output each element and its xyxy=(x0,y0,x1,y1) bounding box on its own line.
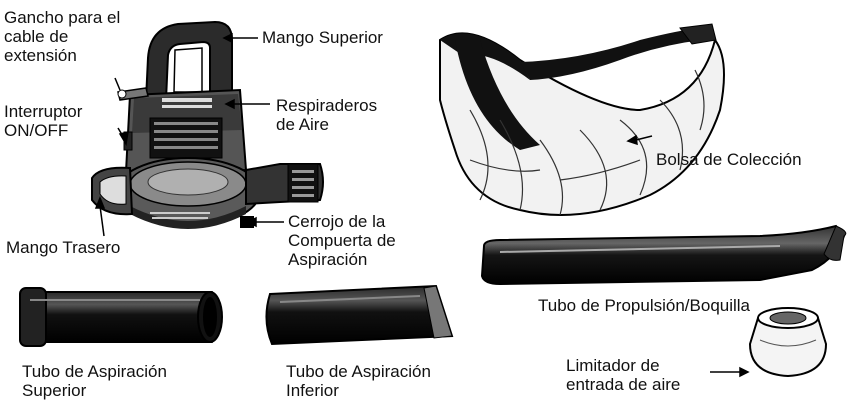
label-tubo-asp-inferior: Tubo de Aspiración Inferior xyxy=(286,362,431,400)
air-inlet-limiter-illustration xyxy=(748,307,828,378)
lower-vacuum-tube-illustration xyxy=(265,284,454,346)
blower-tube-nozzle-illustration xyxy=(480,224,847,286)
label-limitador-line2: entrada de aire xyxy=(566,375,681,394)
label-tubo-asp-inferior-line2: Inferior xyxy=(286,381,339,400)
label-interruptor: Interruptor ON/OFF xyxy=(4,102,82,140)
label-limitador-line1: Limitador de xyxy=(566,356,660,375)
label-cerrojo-line2: Compuerta de xyxy=(288,231,396,250)
label-limitador: Limitador de entrada de aire xyxy=(566,356,680,394)
label-mango-trasero: Mango Trasero xyxy=(6,238,121,257)
label-respiraderos-line2: de Aire xyxy=(276,115,329,134)
label-cerrojo: Cerrojo de la Compuerta de Aspiración xyxy=(288,212,396,269)
label-interruptor-line1: Interruptor xyxy=(4,102,83,121)
label-interruptor-line2: ON/OFF xyxy=(4,121,69,140)
label-bolsa: Bolsa de Colección xyxy=(656,150,802,169)
label-mango-superior: Mango Superior xyxy=(262,28,383,47)
label-respiraderos-line1: Respiraderos xyxy=(276,96,378,115)
upper-vacuum-tube-illustration xyxy=(19,287,223,347)
label-tubo-asp-superior-line1: Tubo de Aspiración xyxy=(22,362,167,381)
label-gancho: Gancho para el cable de extensión xyxy=(4,8,120,65)
label-tubo-asp-superior-line2: Superior xyxy=(22,381,87,400)
label-cerrojo-line1: Cerrojo de la xyxy=(288,212,386,231)
label-cerrojo-line3: Aspiración xyxy=(288,250,368,269)
leader-lines xyxy=(94,32,750,378)
collection-bag-illustration xyxy=(439,23,725,216)
label-tubo-asp-superior: Tubo de Aspiración Superior xyxy=(22,362,167,400)
label-gancho-line3: extensión xyxy=(4,46,77,65)
label-tubo-propulsion: Tubo de Propulsión/Boquilla xyxy=(538,296,751,315)
label-gancho-line1: Gancho para el xyxy=(4,8,121,27)
label-tubo-asp-inferior-line1: Tubo de Aspiración xyxy=(286,362,431,381)
label-gancho-line2: cable de xyxy=(4,27,69,46)
blower-unit-illustration xyxy=(91,20,324,229)
label-respiraderos: Respiraderos de Aire xyxy=(276,96,377,134)
